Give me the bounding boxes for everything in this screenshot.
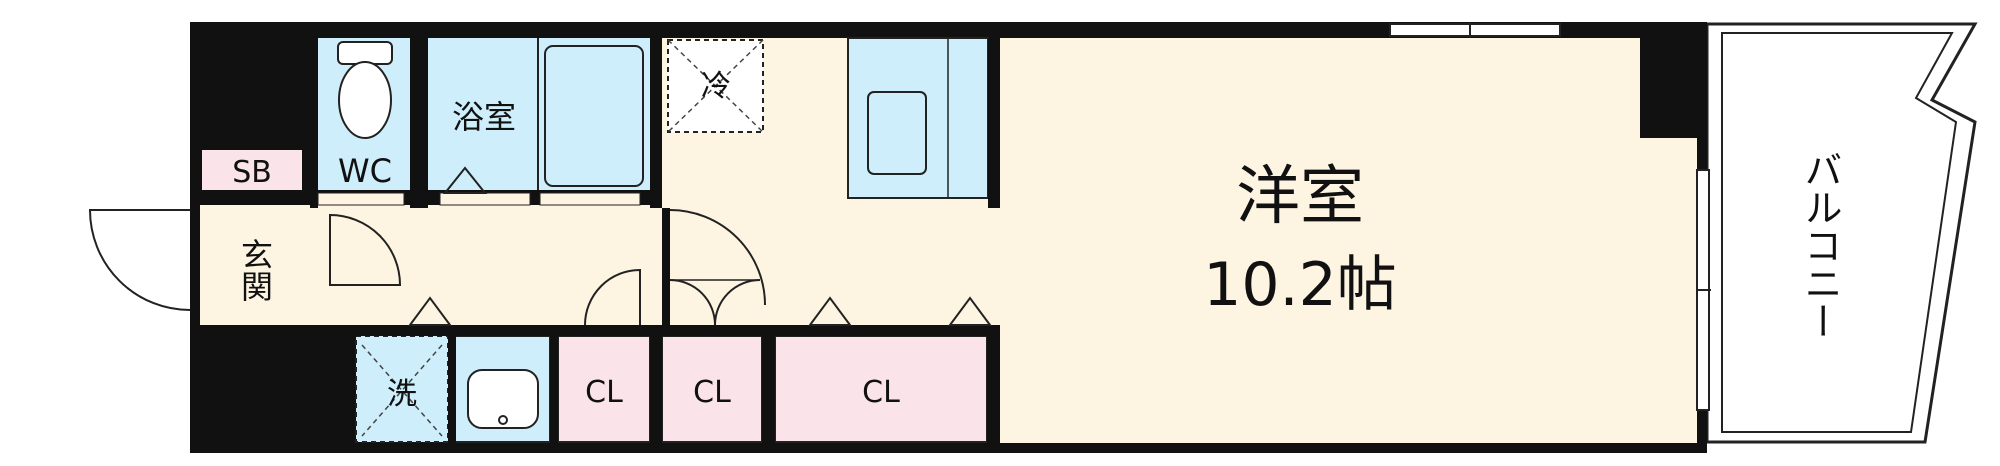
entrance-floor — [200, 205, 310, 325]
room-label-fridge: 冷 — [701, 69, 731, 104]
closet-door-arc-1 — [584, 268, 641, 326]
room-label-closet-1: CL — [585, 375, 623, 410]
room-label-closet-3: CL — [862, 375, 900, 410]
toilet-icon — [337, 41, 393, 65]
shoebox-cabinet — [202, 150, 302, 192]
bathtub-icon — [544, 45, 644, 187]
pillar — [1640, 22, 1707, 138]
room-label-bath: 浴室 — [452, 98, 516, 136]
washbasin-icon — [467, 369, 539, 429]
toilet-bowl-icon — [338, 61, 392, 139]
room-label-wc: WC — [338, 152, 392, 190]
balcony-rail — [1721, 32, 1958, 433]
washer-area — [355, 335, 449, 443]
room-label-main-size: 10.2帖 — [1203, 250, 1397, 320]
entrance-door-arc — [88, 209, 191, 311]
sink-icon — [867, 91, 927, 175]
window-top — [1389, 23, 1561, 37]
living-door-arc — [669, 209, 766, 306]
room-label-main: 洋室 — [1236, 160, 1364, 234]
room-label-entrance: 玄関 — [236, 238, 274, 302]
room-label-closet-2: CL — [693, 375, 731, 410]
closet-1 — [557, 335, 651, 443]
room-label-balcony: バルコニー — [1798, 150, 1842, 340]
hall-door-arc — [329, 213, 402, 286]
room-label-sb: SB — [232, 155, 272, 190]
room-label-washer: 洗 — [387, 377, 417, 412]
closet-3 — [774, 335, 988, 443]
